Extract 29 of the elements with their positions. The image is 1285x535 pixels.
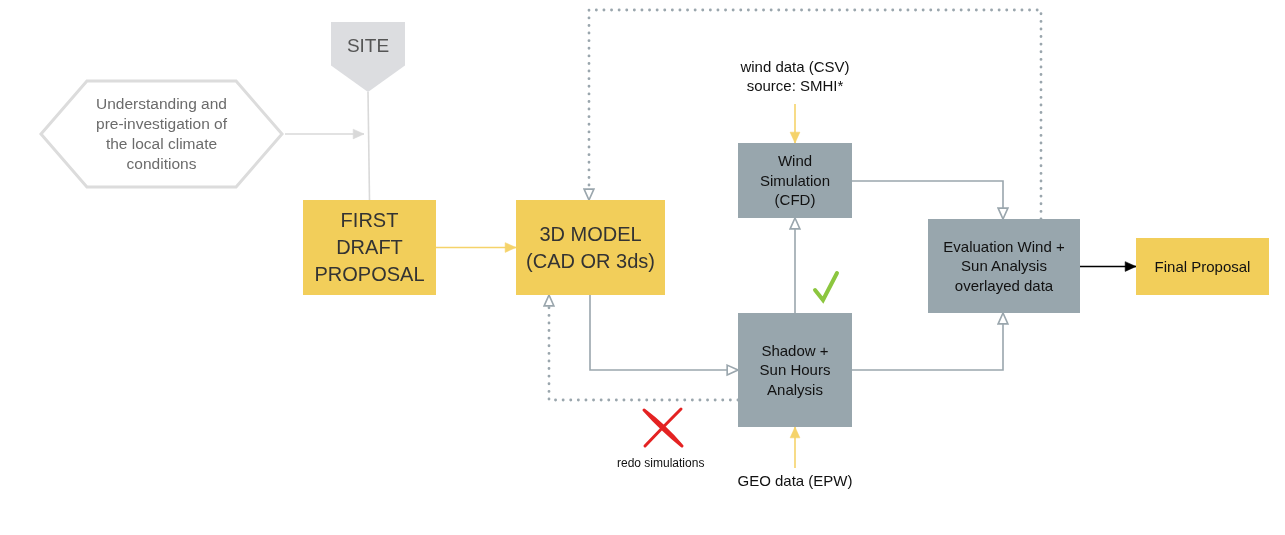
process-box: [1136, 238, 1269, 295]
arrow: [435, 242, 517, 253]
arrow: [851, 180, 1009, 220]
node-label: SITE: [346, 34, 390, 58]
process-box: [738, 143, 852, 218]
node-label: Understanding and pre-investigation of the local climate conditions: [95, 93, 228, 175]
arrow: [543, 293, 740, 402]
data-source-text: GEO data (EPW): [737, 471, 853, 491]
data-source-text: wind data (CSV) source: SMHI*: [739, 56, 851, 96]
process-box: [928, 219, 1080, 313]
process-box: [303, 200, 436, 295]
process-box: [516, 200, 665, 295]
arrow: [589, 294, 739, 376]
arrow: [284, 128, 365, 140]
arrow: [789, 426, 801, 469]
arrow: [851, 312, 1009, 371]
process-box: [738, 313, 852, 427]
node-label: Shadow + Sun Hours Analysis: [758, 340, 832, 400]
arrow: [583, 8, 1043, 221]
arrow: [789, 103, 801, 144]
node-label: FIRST DRAFT PROPOSAL: [314, 208, 425, 287]
arrow: [789, 217, 801, 314]
note-text: redo simulations: [617, 456, 705, 470]
node-label: 3D MODEL (CAD OR 3ds): [525, 221, 656, 274]
connector-line: [367, 91, 371, 201]
arrow: [1079, 261, 1137, 272]
node-label: Evaluation Wind + Sun Analysis overlayed data: [942, 236, 1066, 296]
node-label: Final Proposal: [1154, 256, 1251, 277]
node-label: Wind Simulation (CFD): [758, 151, 831, 210]
